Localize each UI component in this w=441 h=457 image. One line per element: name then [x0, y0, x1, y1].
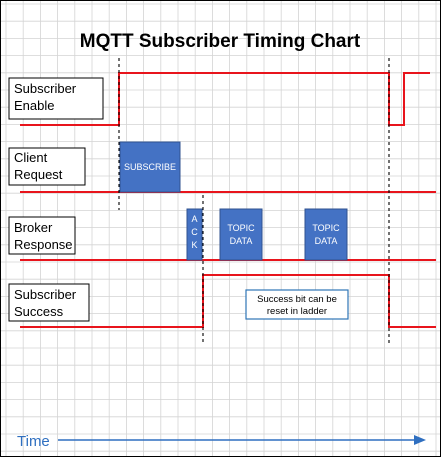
- subscribe-pulse-label: SUBSCRIBE: [124, 162, 176, 172]
- row-label-request-line-2: Request: [14, 167, 63, 182]
- event-markers: [118, 58, 390, 345]
- row-label-success-line-1: Subscriber: [14, 287, 77, 302]
- row-label-enable: Subscriber Enable: [8, 77, 104, 120]
- row-label-response: Broker Response: [8, 216, 76, 255]
- row-label-response-line-1: Broker: [14, 220, 53, 235]
- topic-data-pulse-1-line-1: TOPIC: [227, 223, 255, 233]
- topic-data-pulse-1: TOPIC DATA: [219, 208, 263, 261]
- ack-pulse-letter-1: A: [191, 214, 197, 224]
- topic-data-pulse-2-line-2: DATA: [315, 236, 338, 246]
- row-label-success-line-2: Success: [14, 304, 64, 319]
- chart-title: MQTT Subscriber Timing Chart: [80, 31, 361, 52]
- topic-data-pulse-2-line-1: TOPIC: [312, 223, 340, 233]
- row-label-response-line-2: Response: [14, 237, 73, 252]
- topic-data-pulse-1-line-2: DATA: [230, 236, 253, 246]
- row-label-request-line-1: Client: [14, 150, 48, 165]
- subscribe-pulse: SUBSCRIBE: [119, 141, 181, 193]
- enable-signal-trace: [20, 72, 430, 126]
- row-label-enable-line-2: Enable: [14, 98, 54, 113]
- row-label-enable-line-1: Subscriber: [14, 81, 77, 96]
- success-reset-note-line-2: reset in ladder: [267, 306, 327, 317]
- ack-pulse-letter-2: C: [191, 227, 198, 237]
- row-label-success: Subscriber Success: [8, 283, 90, 322]
- success-reset-note: Success bit can be reset in ladder: [245, 289, 349, 320]
- ack-pulse-letter-3: K: [191, 240, 197, 250]
- topic-data-pulse-2: TOPIC DATA: [304, 208, 348, 261]
- success-signal-trace: [20, 274, 436, 328]
- time-axis-arrowhead-icon: [414, 435, 426, 445]
- time-axis: Time: [17, 433, 426, 450]
- row-label-request: Client Request: [8, 147, 86, 186]
- time-axis-label: Time: [17, 433, 50, 450]
- ack-pulse: A C K: [186, 208, 203, 261]
- success-reset-note-line-1: Success bit can be: [257, 294, 337, 305]
